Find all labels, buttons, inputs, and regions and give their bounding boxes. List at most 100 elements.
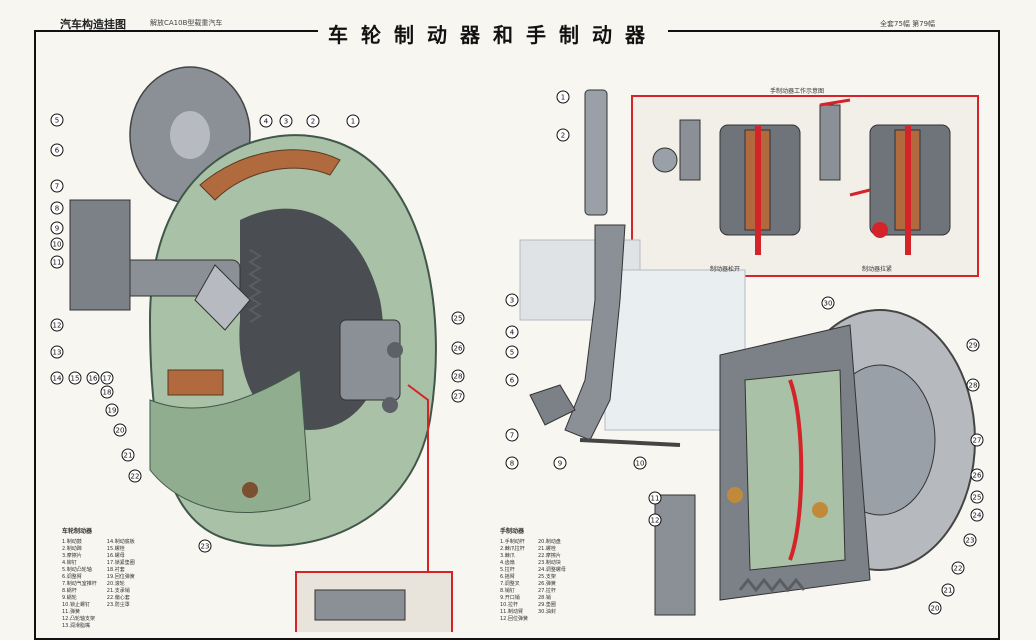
- callout-marker: [970, 468, 984, 482]
- legend-item: 26.弹簧: [537, 581, 556, 587]
- callout-marker: [505, 456, 519, 470]
- legend-item: 17.锁紧垫圈: [106, 560, 135, 566]
- callout-number: 11: [651, 495, 660, 503]
- callout-marker: [50, 255, 64, 269]
- callout-marker: [970, 433, 984, 447]
- callout-marker: [451, 389, 465, 403]
- callout-marker: [505, 345, 519, 359]
- legend-item: 3.棘爪: [500, 553, 515, 559]
- legend-item: 28.销: [537, 595, 551, 601]
- callout-marker: [86, 371, 100, 385]
- callout-number: 9: [55, 225, 59, 233]
- callout-marker: [113, 423, 127, 437]
- callout-marker: [279, 114, 293, 128]
- pull-rod: [579, 438, 681, 447]
- callout-marker: [68, 371, 82, 385]
- callout-number: 15: [71, 375, 80, 383]
- callout-number: 5: [55, 117, 59, 125]
- callout-marker: [821, 296, 835, 310]
- legend-item: 11.制动臂: [500, 609, 523, 615]
- callout-marker: [951, 561, 965, 575]
- friction-lining: [788, 379, 804, 561]
- legend-item: 25.支架: [537, 574, 556, 580]
- callout-marker: [648, 513, 662, 527]
- title-rule-left: [240, 30, 310, 32]
- callout-number: 4: [264, 118, 269, 126]
- pin-lower: [382, 397, 398, 413]
- callout-marker: [505, 373, 519, 387]
- callout-number: 25: [454, 315, 463, 323]
- callout-marker: [941, 583, 955, 597]
- legend-item: 4.齿扇: [500, 560, 515, 566]
- drum-cutaway-face: [149, 369, 311, 513]
- callout-number: 23: [201, 543, 210, 551]
- brake-arm: [654, 494, 696, 616]
- callout-marker: [100, 385, 114, 399]
- callout-marker: [121, 448, 135, 462]
- callout-number: 8: [55, 205, 59, 213]
- callout-marker: [50, 201, 64, 215]
- bracket: [529, 384, 576, 426]
- callout-number: 22: [954, 565, 963, 573]
- anchor-pins: [339, 319, 401, 401]
- callout-marker: [50, 318, 64, 332]
- callout-marker: [966, 338, 980, 352]
- callout-marker: [259, 114, 273, 128]
- pin-upper: [387, 342, 403, 358]
- callout-number: 29: [969, 342, 978, 350]
- page-info: 全套75幅 第79幅: [880, 20, 936, 28]
- inset-label-applied: 制动器拉紧: [862, 266, 893, 273]
- inset-pin-detail: [314, 589, 406, 621]
- callout-marker: [451, 341, 465, 355]
- callout-marker: [633, 456, 647, 470]
- callout-number: 20: [931, 605, 940, 613]
- legend-item: 24.调整螺母: [537, 567, 566, 573]
- legend-item: 23.制动块: [537, 560, 561, 566]
- legend-item: 7.调整叉: [500, 581, 520, 587]
- callout-number: 7: [55, 183, 59, 191]
- callout-number: 7: [510, 432, 514, 440]
- legend-item: 2.棘爪拉杆: [500, 546, 525, 552]
- inspection-hole: [242, 482, 258, 498]
- legend-item: 12.回位弹簧: [500, 616, 528, 622]
- legend-title: 车轮制动器: [62, 528, 93, 535]
- callout-number: 19: [108, 407, 117, 415]
- legend-item: 19.回位弹簧: [106, 574, 135, 580]
- callout-number: 6: [510, 377, 515, 385]
- legend-item: 5.拉杆: [500, 567, 515, 573]
- callout-number: 3: [284, 118, 288, 126]
- callout-number: 27: [454, 393, 463, 401]
- legend-item: 1.手制动杆: [500, 539, 525, 545]
- callout-number: 1: [561, 94, 565, 102]
- series-title: 汽车构造挂图: [60, 18, 126, 31]
- caliper-cutaway: [744, 369, 846, 571]
- callout-number: 20: [116, 427, 125, 435]
- inset-label-released: 制动器松开: [710, 266, 741, 273]
- legend-item: 21.支承销: [106, 588, 130, 594]
- callout-marker: [50, 345, 64, 359]
- callout-marker: [505, 428, 519, 442]
- callout-number: 24: [973, 512, 982, 520]
- legend-item: 10.锁止螺钉: [62, 602, 90, 608]
- return-spring: [248, 249, 262, 323]
- callout-marker: [928, 601, 942, 615]
- legend-item: 21.螺栓: [537, 546, 556, 552]
- callout-number: 3: [510, 297, 514, 305]
- callout-marker: [100, 371, 114, 385]
- callout-marker: [105, 403, 119, 417]
- callout-marker: [198, 539, 212, 553]
- callout-marker: [970, 490, 984, 504]
- cam-head: [194, 264, 251, 331]
- legend-item: 30.油封: [537, 609, 556, 615]
- bottom-spring: [738, 577, 806, 593]
- callout-marker: [648, 491, 662, 505]
- callout-marker: [505, 325, 519, 339]
- callout-number: 21: [944, 587, 953, 595]
- legend-title: 手制动器: [500, 528, 525, 535]
- legend-item: 16.螺母: [106, 553, 125, 559]
